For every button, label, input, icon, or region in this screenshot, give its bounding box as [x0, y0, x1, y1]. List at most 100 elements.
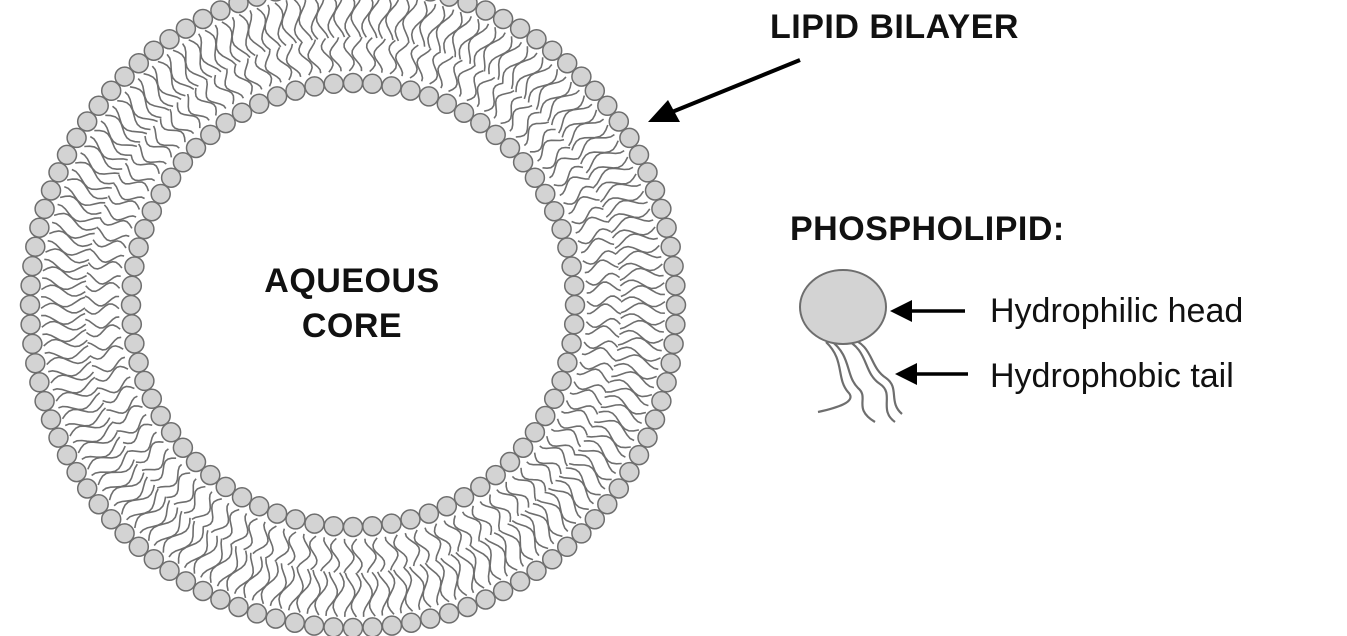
outer-phospholipid-head [303, 615, 325, 636]
outer-phospholipid-tail [458, 18, 480, 60]
outer-phospholipid-tail [183, 530, 209, 569]
outer-phospholipid-tail [181, 43, 208, 81]
outer-phospholipid-tail [43, 338, 88, 348]
outer-phospholipid-tail [532, 502, 563, 538]
inner-phospholipid-tail [264, 50, 282, 83]
outer-phospholipid-tail [493, 532, 518, 571]
inner-phospholipid-head [561, 256, 582, 277]
outer-phospholipid-tail [80, 152, 120, 175]
outer-phospholipid-tail [97, 459, 135, 486]
inner-phospholipid-head [499, 451, 521, 473]
inner-phospholipid-tail [351, 36, 363, 72]
inner-phospholipid-head [141, 200, 163, 222]
outer-phospholipid-tail [126, 488, 159, 521]
outer-phospholipid-tail [408, 566, 425, 610]
outer-phospholipid-head [100, 80, 122, 102]
inner-phospholipid-head [557, 352, 578, 373]
outer-phospholipid-tail [455, 551, 475, 594]
outer-phospholipid-tail [613, 362, 657, 380]
inner-phospholipid-head [285, 509, 306, 530]
outer-phospholipid-head [628, 144, 650, 166]
inner-phospholipid-tail [296, 533, 312, 568]
legend-tail-c [847, 335, 903, 415]
outer-phospholipid-tail [278, 565, 296, 609]
inner-phospholipid-tail [500, 96, 523, 125]
outer-phospholipid-tail [580, 140, 619, 165]
inner-phospholipid-head [342, 72, 364, 94]
outer-phospholipid-tail [325, 571, 339, 616]
outer-phospholipid-head [608, 111, 630, 132]
inner-phospholipid-tail [152, 125, 180, 149]
inner-phospholipid-tail [373, 38, 386, 73]
inner-phospholipid-head [231, 487, 253, 508]
inner-phospholipid-head [543, 200, 565, 222]
outer-phospholipid-tail [75, 161, 115, 185]
outer-phospholipid-head [660, 352, 681, 374]
outer-phospholipid-tail [565, 467, 601, 496]
outer-phospholipid-head [228, 596, 249, 618]
outer-phospholipid-head [29, 372, 50, 393]
inner-phospholipid-tail [141, 448, 169, 472]
outer-phospholipid-tail [410, 1, 428, 45]
inner-phospholipid-tail [471, 505, 493, 536]
outer-phospholipid-head [48, 427, 69, 448]
liposome-vesicle [19, 0, 687, 636]
outer-phospholipid-tail [487, 36, 513, 75]
outer-phospholipid-tail [87, 445, 126, 470]
outer-phospholipid-tail [172, 49, 199, 87]
outer-phospholipid-head [40, 180, 62, 201]
inner-phospholipid-head [266, 86, 288, 107]
outer-phospholipid-tail [507, 523, 534, 561]
outer-phospholipid-tail [332, 0, 346, 38]
outer-phospholipid-tail [44, 345, 89, 360]
inner-phospholipid-tail [479, 501, 501, 530]
inner-phospholipid-tail [308, 535, 318, 571]
inner-phospholipid-tail [144, 135, 173, 158]
inner-phospholipid-tail [351, 538, 363, 574]
tail-arrowhead [895, 363, 917, 385]
outer-phospholipid-tail [231, 16, 251, 59]
outer-phospholipid-tail [120, 484, 156, 515]
outer-phospholipid-tail [605, 199, 648, 218]
outer-phospholipid-tail [619, 329, 664, 344]
outer-phospholipid-tail [610, 216, 654, 234]
inner-phospholipid-tail [549, 157, 578, 179]
inner-phospholipid-tail [580, 237, 615, 254]
outer-phospholipid-tail [595, 173, 637, 193]
outer-phospholipid-tail [293, 0, 303, 43]
inner-phospholipid-tail [488, 494, 512, 523]
outer-phospholipid-tail [575, 454, 612, 481]
outer-phospholipid-head [362, 617, 383, 636]
outer-phospholipid-head [128, 536, 150, 558]
outer-phospholipid-head [265, 608, 286, 629]
inner-phospholipid-tail [443, 520, 463, 552]
inner-phospholipid-tail [90, 248, 125, 264]
outer-phospholipid-tail [332, 572, 345, 618]
inner-phospholipid-tail [586, 281, 621, 294]
inner-phospholipid-head [400, 80, 421, 101]
outer-phospholipid-tail [310, 0, 320, 40]
outer-phospholipid-tail [617, 337, 662, 352]
outer-phospholipid-head [438, 603, 460, 624]
outer-phospholipid-tail [427, 5, 446, 49]
outer-phospholipid-tail [609, 379, 653, 398]
inner-phospholipid-head [323, 73, 344, 95]
outer-phospholipid-tail [619, 279, 665, 290]
inner-phospholipid-tail [364, 538, 377, 573]
inner-phospholipid-head [121, 275, 143, 296]
hydrophobic-tail-label: Hydrophobic tail [990, 357, 1234, 395]
inner-phospholipid-head [134, 370, 155, 392]
outer-phospholipid-head [420, 608, 441, 629]
outer-phospholipid-head [663, 333, 684, 355]
outer-phospholipid-head [270, 0, 282, 2]
inner-phospholipid-tail [533, 452, 562, 475]
outer-phospholipid-tail [557, 103, 593, 134]
inner-phospholipid-tail [243, 58, 263, 90]
inner-phospholipid-head [543, 388, 565, 410]
outer-phospholipid-tail [166, 53, 195, 90]
inner-phospholipid-tail [264, 525, 277, 559]
outer-phospholipid-tail [221, 21, 241, 63]
inner-phospholipid-tail [550, 428, 582, 448]
outer-phospholipid-tail [151, 65, 182, 101]
